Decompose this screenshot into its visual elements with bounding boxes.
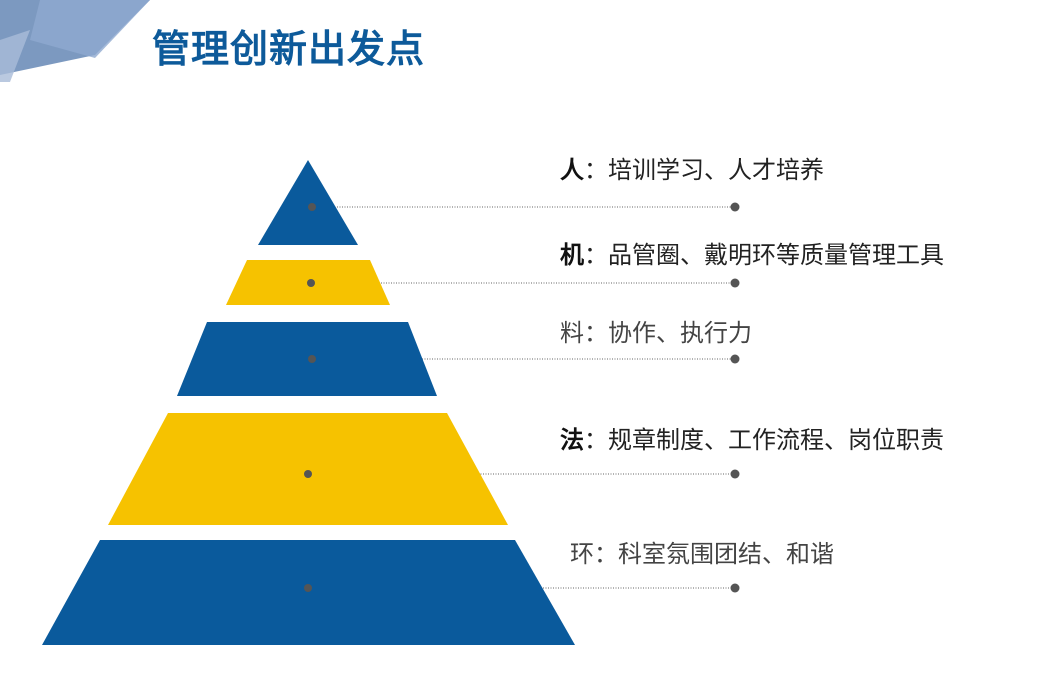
label-ji: 机：品管圈、戴明环等质量管理工具 [560,235,944,270]
corner-decoration [0,0,150,82]
label-liao: 料：协作、执行力 [560,313,752,348]
label-text: 协作、执行力 [608,319,752,347]
label-key: 环 [570,540,594,568]
pyramid-level-3 [177,322,437,396]
pyramid-level-5 [42,540,575,645]
dot [308,203,316,211]
dot [730,354,740,364]
pyramid-level-1 [258,160,358,245]
dot [308,355,316,363]
dot [730,278,740,288]
page-title: 管理创新出发点 [152,27,426,71]
dot [730,583,740,593]
pyramid-level-4 [108,413,508,525]
dot [730,469,740,479]
label-text: 品管圈、戴明环等质量管理工具 [608,241,944,269]
label-key: 人 [560,156,584,184]
label-sep: ： [584,156,608,184]
label-sep: ： [594,540,618,568]
label-text: 科室氛围团结、和谐 [618,540,834,568]
label-key: 机 [560,241,584,269]
dot [304,584,312,592]
label-sep: ： [584,241,608,269]
label-key: 料 [560,319,584,347]
label-key: 法 [560,426,584,454]
label-sep: ： [584,426,608,454]
dot [304,470,312,478]
label-sep: ： [584,319,608,347]
label-fa: 法：规章制度、工作流程、岗位职责 [560,420,944,455]
label-huan: 环：科室氛围团结、和谐 [570,534,834,569]
label-text: 规章制度、工作流程、岗位职责 [608,426,944,454]
dot [307,279,315,287]
dot [730,202,740,212]
label-ren: 人：培训学习、人才培养 [560,150,824,185]
label-text: 培训学习、人才培养 [608,156,824,184]
